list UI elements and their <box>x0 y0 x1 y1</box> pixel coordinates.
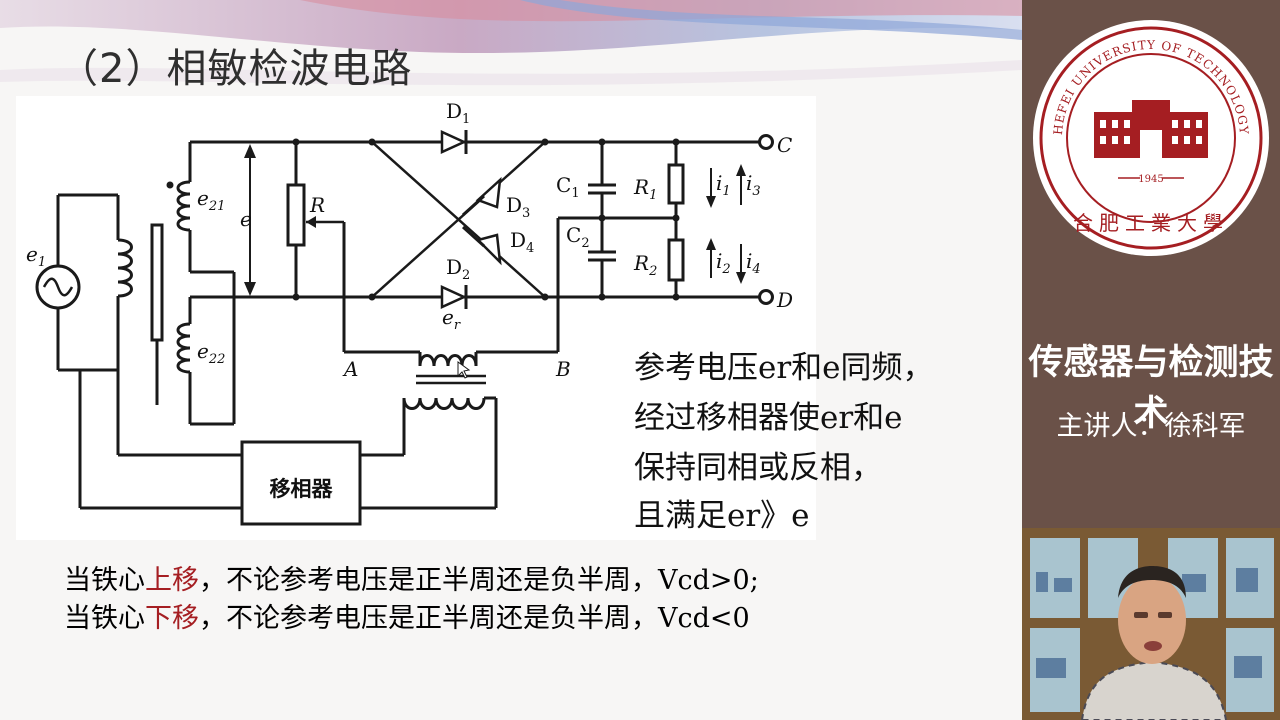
university-logo: HEFEI UNIVERSITY OF TECHNOLOGY 1945 合肥工業… <box>1022 0 1280 330</box>
label-C1: C1 <box>556 173 580 201</box>
phase-shifter-label: 移相器 <box>270 476 334 501</box>
label-i3: i3 <box>746 171 761 199</box>
lecturer-name: 主讲人：徐科军 <box>1056 411 1246 442</box>
course-title: 传感器与检测技术 <box>1028 343 1274 434</box>
header-decoration <box>0 0 1022 86</box>
label-i2: i2 <box>716 249 731 277</box>
conclusion-line-1: 当铁心上移，不论参考电压是正半周还是负半周，Vcd>0; <box>64 565 759 596</box>
label-A: A <box>342 357 358 381</box>
label-D: D <box>776 288 793 312</box>
note-line-4: 且满足er》e <box>634 498 810 534</box>
ac-source-e1 <box>35 193 118 372</box>
label-e21: e21 <box>197 186 225 214</box>
note-line-3: 保持同相或反相， <box>634 450 882 486</box>
logo-year: 1945 <box>1138 174 1163 185</box>
label-e1: e1 <box>26 242 46 270</box>
note-line-2: 经过移相器使er和e <box>634 400 903 436</box>
course-sidebar: HEFEI UNIVERSITY OF TECHNOLOGY 1945 合肥工業… <box>1022 0 1280 720</box>
label-R: R <box>309 193 325 217</box>
label-D4: D4 <box>510 228 534 256</box>
mouse-cursor-icon <box>457 361 471 379</box>
conclusion-line-2: 当铁心下移，不论参考电压是正半周还是负半周，Vcd<0 <box>64 603 750 634</box>
label-C2: C2 <box>566 223 590 251</box>
label-e: e <box>240 207 252 231</box>
label-i1: i1 <box>716 171 731 199</box>
label-i4: i4 <box>746 249 761 277</box>
label-C: C <box>777 133 792 157</box>
lecturer-video <box>1022 528 1280 720</box>
label-B: B <box>555 357 571 381</box>
label-D1: D1 <box>446 99 470 127</box>
label-er: er <box>442 305 461 333</box>
label-e22: e22 <box>197 339 225 367</box>
slide: （2）相敏检波电路 <box>0 0 1022 634</box>
label-R1: R1 <box>633 175 657 203</box>
note-line-1: 参考电压er和e同频， <box>634 350 934 386</box>
label-D3: D3 <box>506 193 530 221</box>
logo-chinese-name: 合肥工業大學 <box>1073 211 1229 235</box>
circuit-diagram: e1 e21 e22 e R A B C D er R1 R2 i1 i3 i2… <box>26 99 794 526</box>
slide-title: （2）相敏检波电路 <box>58 46 413 92</box>
label-R2: R2 <box>633 251 657 279</box>
label-D2: D2 <box>446 255 470 283</box>
